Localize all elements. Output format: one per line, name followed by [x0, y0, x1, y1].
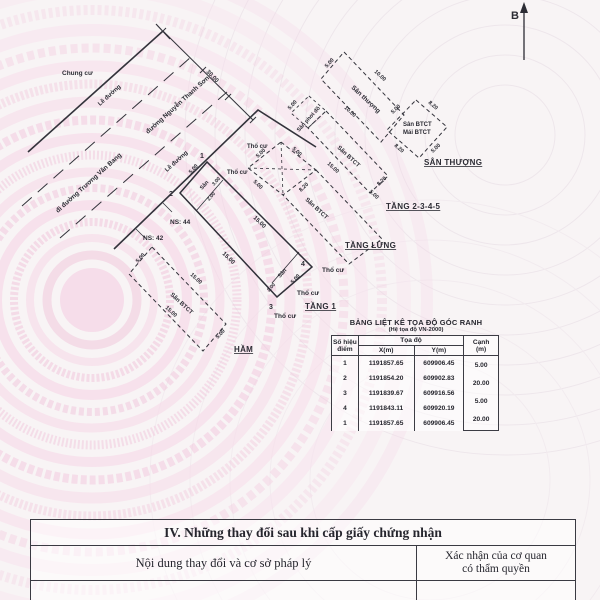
mezz-dim-5-bl: 5.00: [252, 179, 264, 191]
tho-cu-label-p4: Thổ cư: [322, 266, 344, 274]
front-yard-label: Sân: [199, 179, 211, 191]
upper-dim-5b: 5.00: [368, 189, 380, 201]
tho-cu-label-p3: Thổ cư: [274, 312, 296, 320]
mezz-dim-5-tl: 5.00: [255, 148, 267, 160]
parcel-outline: [178, 160, 314, 299]
section-iv-changes: IV. Những thay đổi sau khi cấp giấy chứn…: [30, 519, 576, 600]
section-iv-left-body: [31, 581, 417, 600]
coordinate-table-title: BẢNG LIỆT KÊ TỌA ĐỘ GÓC RANH: [349, 318, 483, 327]
bsmt-dim-5-front: 5.00: [135, 252, 147, 264]
section-iv-title: IV. Những thay đổi sau khi cấp giấy chứn…: [31, 520, 575, 546]
mezz-dim-5-tr: 5.00: [291, 146, 303, 158]
roof-terrace-plan-lines: [320, 51, 448, 159]
mezzanine-title: TẦNG LỬNG: [345, 240, 396, 250]
basement-title: HẦM: [234, 344, 253, 354]
table-row: 2 1191854.20 609902.83: [331, 370, 499, 386]
roofbox-dim-82-tr: 8.20: [427, 100, 439, 112]
table-row: 3 1191839.67 609916.56: [331, 385, 499, 401]
col-coords-header: Tọa độ: [357, 335, 465, 346]
coordinate-table: Số hiệu điểm Tọa độ Cạnh (m) X(m) Y(m) 1…: [331, 335, 499, 431]
street-lines: [21, 23, 317, 250]
roofbox-san-btct: Sân BTCT: [403, 122, 432, 128]
roof-dim-5: 5.00: [324, 57, 336, 69]
col-x-header: X(m): [357, 345, 415, 356]
roof-dim-10-ne: 10.00: [373, 69, 387, 83]
floor1-title: TẦNG 1: [305, 301, 336, 311]
roofbox-dim-82-bl: 8.20: [393, 143, 405, 155]
neighbor-house-42: NS: 42: [143, 235, 164, 242]
tho-cu-label-b: Thổ cư: [247, 143, 268, 150]
tho-cu-label-se: Thổ cư: [297, 289, 319, 297]
upper-dim-82: 8.20: [376, 176, 388, 188]
chung-cu-label: Chung cư: [62, 70, 93, 77]
point-1: 1: [200, 153, 204, 160]
upper-dim-5: 5.00: [287, 99, 299, 111]
back-dim-2: 2.00: [266, 282, 277, 293]
emblem-watermark: [0, 5, 387, 595]
roofbox-dim-5-tl: 5.00: [390, 104, 402, 116]
coordinate-table-block: BẢNG LIỆT KÊ TỌA ĐỘ GÓC RANH (Hệ tọa độ …: [331, 318, 501, 431]
upper-floors-plan-lines: [290, 95, 389, 194]
point-2: 2: [169, 191, 173, 198]
basement-plan-lines: [128, 246, 227, 352]
mezzanine-plan-lines: [247, 141, 383, 265]
point-3: 3: [269, 304, 273, 311]
front-dim-3: 3.00: [211, 176, 222, 187]
roofbox-mai-btct: Mái BTCT: [403, 130, 431, 136]
col-y-header: Y(m): [413, 345, 465, 356]
roofbox-dim-5-br: 5.00: [430, 143, 442, 155]
north-label: B: [511, 10, 519, 22]
back-yard-label: Sân: [277, 267, 289, 279]
roof-terrace-title: SÂN THƯỢNG: [424, 158, 482, 167]
point-4: 4: [301, 261, 305, 268]
mezz-dim-82-br: 8.20: [298, 182, 310, 194]
edge-lengths: 5.00 20.00 5.00 20.00: [463, 355, 499, 431]
upper-floors-title: TẦNG 2-3-4-5: [386, 201, 441, 211]
neighbor-house-44: NS: 44: [170, 219, 191, 226]
back-dim-5: 5.00: [290, 273, 302, 285]
bsmt-dim-5-end: 5.00: [215, 328, 227, 340]
tho-cu-label-a: Thổ cư: [227, 169, 248, 176]
table-row: 4 1191843.11 609920.19: [331, 400, 499, 416]
north-arrow: [520, 2, 528, 60]
front-dim-5: 5.00: [188, 163, 200, 175]
section-iv-right-header: Xác nhận của cơ quan có thẩm quyền: [445, 549, 547, 575]
section-iv-left-header: Nội dung thay đổi và cơ sở pháp lý: [31, 546, 417, 580]
col-edge-header: Cạnh (m): [463, 335, 499, 356]
table-row: 1 1191857.65 609906.45 5.00 20.00 5.00 2…: [331, 355, 499, 431]
col-point-header: Số hiệu điểm: [331, 335, 359, 356]
table-row: 1 1191857.65 609906.45: [331, 415, 499, 431]
coordinate-table-subtitle: (Hệ tọa độ VN-2000): [388, 327, 444, 333]
front-dim-2: 2.00: [206, 191, 217, 202]
